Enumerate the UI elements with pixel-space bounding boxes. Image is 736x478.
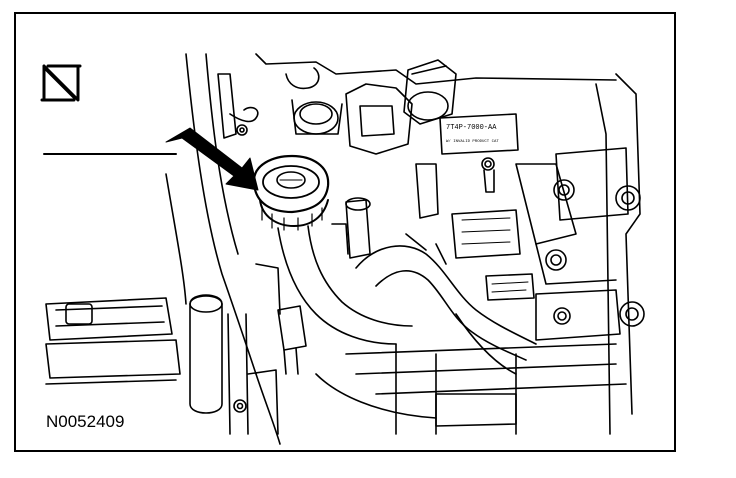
figure-frame: 7T4P-7000-AA W/ INVALID PRODUCT CAT [14,12,676,452]
transmission-fluid-filler-cap [252,154,330,231]
callout-arrow [165,127,259,191]
tag-part-number: 7T4P-7000-AA [446,124,497,132]
orientation-symbol [40,64,82,102]
tag-line2: W/ INVALID PRODUCT CAT [446,139,499,144]
transmission-line-drawing: 7T4P-7000-AA W/ INVALID PRODUCT CAT [40,53,645,445]
figure-reference-code: N0052409 [46,412,125,431]
